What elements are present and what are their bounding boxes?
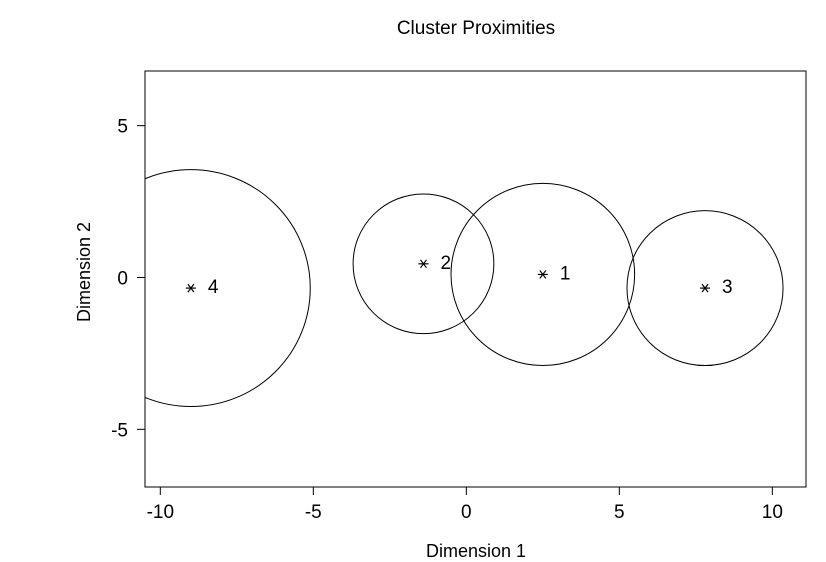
cluster-2-circle bbox=[352, 193, 495, 335]
cluster-4-marker bbox=[185, 283, 196, 293]
cluster-3-marker bbox=[700, 283, 711, 293]
y-tick-label: -5 bbox=[111, 420, 128, 441]
x-axis: -10 -5 0 5 10 bbox=[147, 487, 783, 523]
y-tick-label: 0 bbox=[117, 268, 128, 289]
x-tick-label: 10 bbox=[762, 502, 783, 523]
cluster-1-label: 1 bbox=[560, 263, 571, 284]
cluster-circles bbox=[145, 169, 784, 407]
y-tick-label: 5 bbox=[117, 117, 128, 138]
cluster-2-marker bbox=[418, 259, 429, 269]
cluster-1-circle bbox=[450, 182, 636, 367]
cluster-3-circle bbox=[626, 210, 784, 367]
plot-frame bbox=[144, 70, 807, 488]
cluster-1-marker bbox=[537, 270, 548, 279]
x-tick-label: -5 bbox=[305, 502, 322, 523]
cluster-2-label: 2 bbox=[440, 253, 451, 274]
cluster-3-label: 3 bbox=[722, 277, 733, 298]
y-axis: -5 0 5 bbox=[111, 117, 145, 441]
x-axis-label: Dimension 1 bbox=[426, 541, 526, 561]
y-axis-label: Dimension 2 bbox=[74, 222, 94, 322]
cluster-centers: 1 2 3 4 bbox=[185, 253, 733, 298]
x-tick-label: 5 bbox=[614, 502, 625, 523]
chart-title: Cluster Proximities bbox=[397, 18, 555, 39]
x-tick-label: -10 bbox=[147, 502, 174, 523]
cluster-4-circle bbox=[145, 169, 311, 407]
cluster-4-label: 4 bbox=[208, 277, 219, 298]
x-tick-label: 0 bbox=[461, 502, 472, 523]
